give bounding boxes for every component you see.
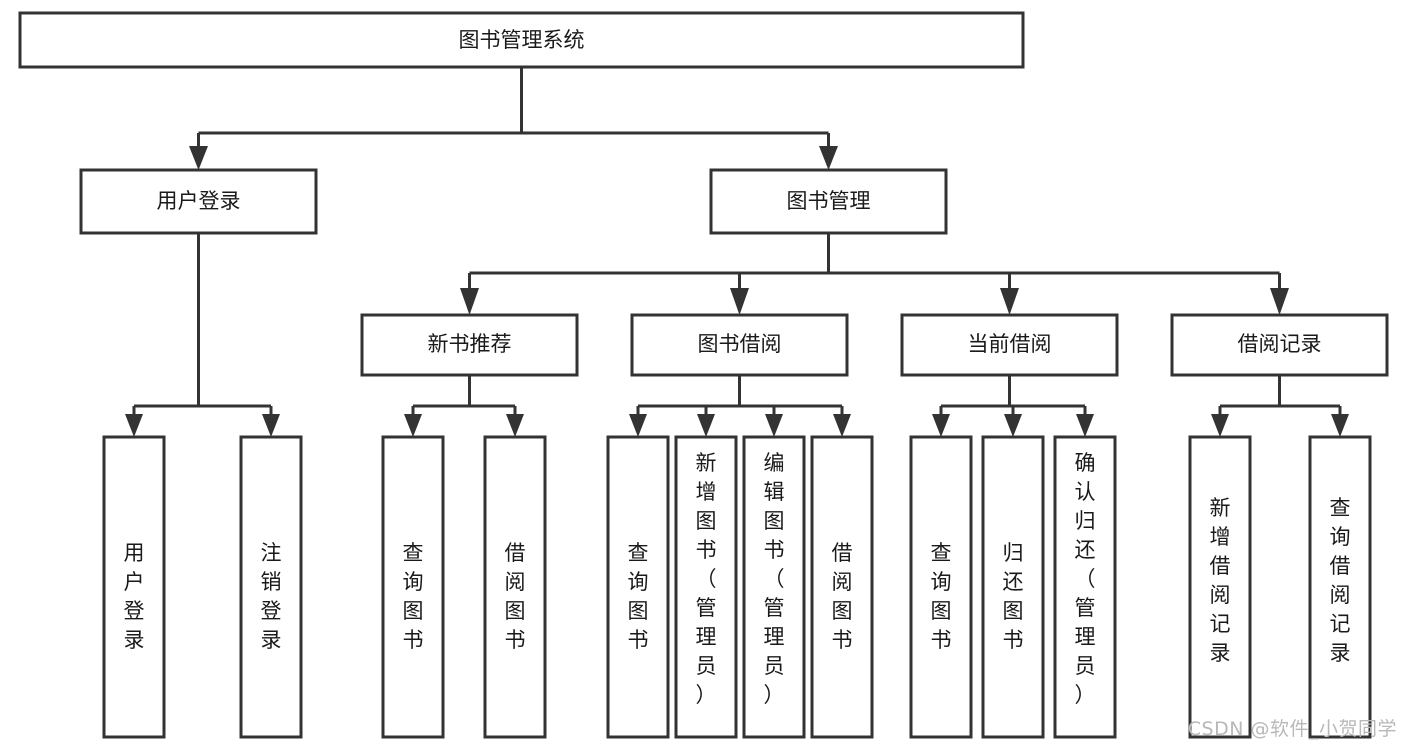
node-records-label: 借阅记录 — [1238, 332, 1322, 356]
node-leaf7-label: 编辑图书（管理员） — [764, 451, 785, 707]
arrow-head-leaf4 — [506, 414, 524, 437]
arrow-head-login — [189, 146, 208, 170]
node-leaf10[interactable]: 归还图书 — [981, 435, 1045, 739]
node-borrow-box[interactable] — [630, 313, 849, 377]
arrow-head-leaf8 — [833, 414, 851, 437]
arrow-head-leaf6 — [697, 414, 715, 437]
node-leaf1[interactable]: 用户登录 — [102, 435, 166, 739]
node-leaf9[interactable]: 查询图书 — [909, 435, 973, 739]
arrow-head-leaf7 — [765, 414, 783, 437]
node-newbook-box[interactable] — [360, 313, 579, 377]
node-leaf1-box[interactable] — [102, 435, 166, 739]
node-leaf11[interactable]: 确认归还（管理员） — [1053, 435, 1117, 739]
arrow-head-leaf1 — [125, 414, 143, 437]
node-leaf2-label: 注销登录 — [261, 541, 282, 652]
arrow-head-leaf5 — [629, 414, 647, 437]
node-newbook-label: 新书推荐 — [428, 332, 512, 356]
arrow-head-leaf3 — [404, 414, 422, 437]
node-leaf5-label: 查询图书 — [628, 541, 649, 652]
node-leaf3[interactable]: 查询图书 — [381, 435, 445, 739]
node-current-box[interactable] — [900, 313, 1119, 377]
connector-bookmgmt-to-level3 — [460, 233, 1289, 315]
node-current[interactable]: 当前借阅 — [900, 313, 1119, 377]
node-newbook[interactable]: 新书推荐 — [360, 313, 579, 377]
node-leaf4[interactable]: 借阅图书 — [483, 435, 547, 739]
node-leaf8[interactable]: 借阅图书 — [810, 435, 874, 739]
arrow-head-leaf12 — [1211, 414, 1229, 437]
node-leaf5-box[interactable] — [606, 435, 670, 739]
arrow-head-newbook — [460, 288, 479, 315]
node-leaf1-label: 用户登录 — [124, 541, 145, 652]
node-leaf10-label: 归还图书 — [1003, 541, 1024, 652]
node-records[interactable]: 借阅记录 — [1170, 313, 1389, 377]
connector-borrow-to-leaves — [629, 375, 851, 437]
arrow-head-bookmgmt — [819, 146, 838, 170]
node-leaf11-label: 确认归还（管理员） — [1075, 451, 1096, 707]
arrow-head-borrow — [730, 288, 749, 315]
node-leaf12-box[interactable] — [1188, 435, 1252, 739]
node-borrow[interactable]: 图书借阅 — [630, 313, 849, 377]
node-leaf2-box[interactable] — [239, 435, 303, 739]
node-bookmgmt-label: 图书管理 — [787, 189, 871, 213]
node-leaf7-box[interactable] — [742, 435, 806, 739]
node-leaf7[interactable]: 编辑图书（管理员） — [742, 435, 806, 739]
node-leaf13[interactable]: 查询借阅记录 — [1308, 435, 1372, 739]
node-bookmgmt-box[interactable] — [709, 168, 948, 235]
node-leaf8-label: 借阅图书 — [832, 541, 853, 652]
node-leaf5[interactable]: 查询图书 — [606, 435, 670, 739]
node-login[interactable]: 用户登录 — [79, 168, 318, 235]
node-leaf9-box[interactable] — [909, 435, 973, 739]
node-leaf10-box[interactable] — [981, 435, 1045, 739]
node-current-label: 当前借阅 — [968, 332, 1052, 356]
connector-login-to-leaves — [125, 233, 280, 437]
arrow-head-leaf13 — [1331, 414, 1349, 437]
node-root-label: 图书管理系统 — [459, 28, 585, 52]
arrow-head-leaf9 — [932, 414, 950, 437]
node-leaf6-box[interactable] — [674, 435, 738, 739]
node-leaf9-label: 查询图书 — [931, 541, 952, 652]
node-leaf3-label: 查询图书 — [403, 541, 424, 652]
node-leaf13-label: 查询借阅记录 — [1330, 496, 1351, 665]
node-leaf8-box[interactable] — [810, 435, 874, 739]
node-borrow-label: 图书借阅 — [698, 332, 782, 356]
arrow-head-leaf10 — [1004, 414, 1022, 437]
node-records-box[interactable] — [1170, 313, 1389, 377]
node-root-box[interactable] — [18, 11, 1025, 69]
node-leaf12-label: 新增借阅记录 — [1210, 496, 1231, 665]
node-root[interactable]: 图书管理系统 — [18, 11, 1025, 69]
node-leaf2[interactable]: 注销登录 — [239, 435, 303, 739]
node-leaf3-box[interactable] — [381, 435, 445, 739]
node-leaf6[interactable]: 新增图书（管理员） — [674, 435, 738, 739]
node-login-label: 用户登录 — [157, 189, 241, 213]
arrow-head-records — [1270, 288, 1289, 315]
node-leaf11-box[interactable] — [1053, 435, 1117, 739]
connector-root-to-level2 — [189, 67, 838, 170]
csdn-watermark: CSDN @软件_小贺同学 — [1187, 718, 1397, 740]
node-login-box[interactable] — [79, 168, 318, 235]
node-bookmgmt[interactable]: 图书管理 — [709, 168, 948, 235]
connector-records-to-leaves — [1211, 375, 1349, 437]
node-leaf6-label: 新增图书（管理员） — [696, 451, 717, 707]
connector-newbook-to-leaves — [404, 375, 524, 437]
arrow-head-leaf2 — [262, 414, 280, 437]
node-leaf12[interactable]: 新增借阅记录 — [1188, 435, 1252, 739]
connector-current-to-leaves — [932, 375, 1094, 437]
arrow-head-current — [1000, 288, 1019, 315]
node-leaf4-label: 借阅图书 — [505, 541, 526, 652]
node-leaf4-box[interactable] — [483, 435, 547, 739]
arrow-head-leaf11 — [1076, 414, 1094, 437]
node-leaf13-box[interactable] — [1308, 435, 1372, 739]
